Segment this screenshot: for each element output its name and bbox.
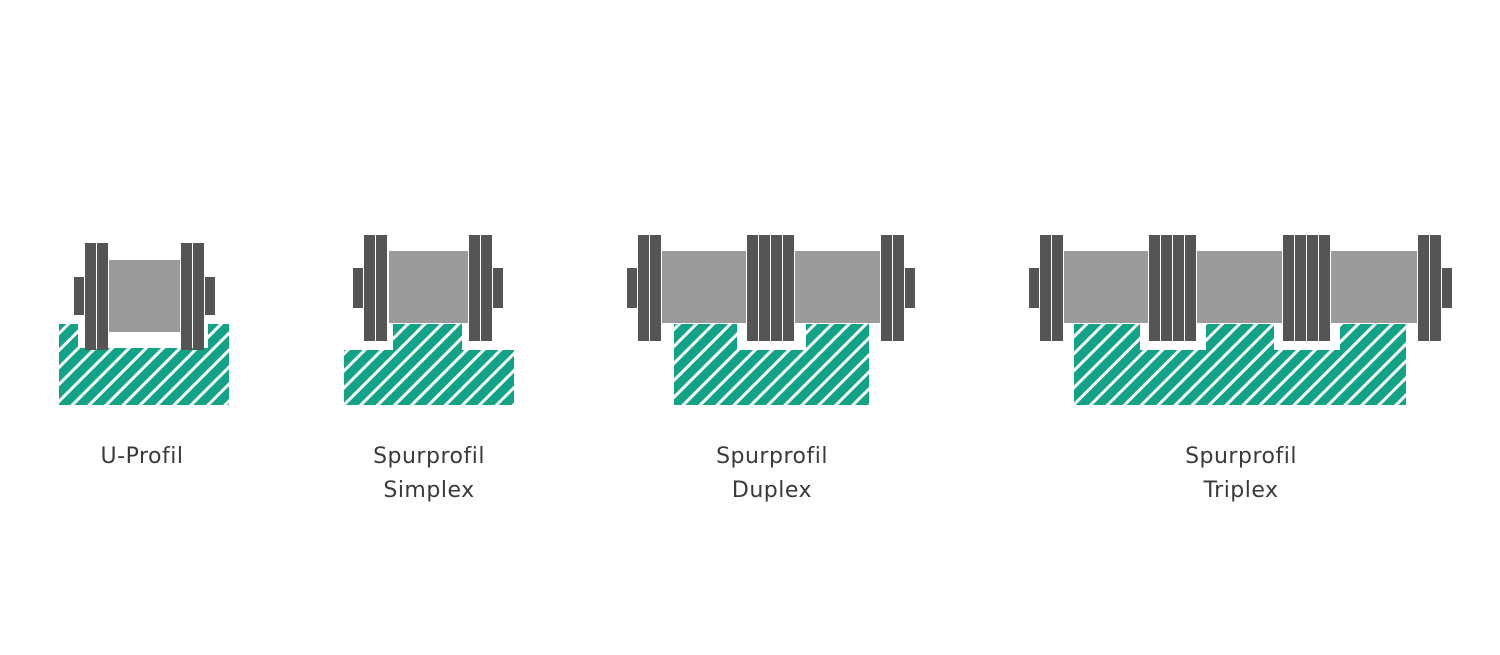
roller-flange bbox=[181, 243, 192, 350]
roller-hub-right bbox=[205, 277, 215, 315]
triplex-roller bbox=[1029, 235, 1452, 341]
caption-triplex: Spurprofil Triplex bbox=[1121, 440, 1361, 508]
simplex-figure bbox=[344, 235, 514, 405]
caption-line: Duplex bbox=[731, 478, 813, 503]
roller-flange bbox=[1307, 235, 1318, 341]
caption-duplex: Spurprofil Duplex bbox=[652, 440, 892, 508]
roller-hub-left bbox=[1029, 268, 1039, 308]
roller-flange bbox=[771, 235, 782, 341]
triplex-figure bbox=[1029, 235, 1452, 405]
caption-line: Spurprofil bbox=[716, 444, 828, 469]
roller-sleeve bbox=[1331, 251, 1417, 323]
caption-line: Spurprofil bbox=[1185, 444, 1297, 469]
roller-flange bbox=[469, 235, 480, 341]
roller-sleeve bbox=[1064, 251, 1148, 323]
caption-u-profil: U-Profil bbox=[22, 440, 262, 474]
roller-flange bbox=[893, 235, 904, 341]
duplex-roller bbox=[627, 235, 915, 341]
roller-flange bbox=[881, 235, 892, 341]
roller-flange bbox=[97, 243, 108, 350]
triplex-track bbox=[1074, 324, 1406, 405]
roller-flange bbox=[1283, 235, 1294, 341]
roller-sleeve bbox=[662, 251, 746, 323]
roller-hub-left bbox=[627, 268, 637, 308]
roller-sleeve bbox=[1197, 251, 1282, 323]
caption-line: Spurprofil bbox=[373, 444, 485, 469]
roller-sleeve bbox=[389, 251, 468, 323]
roller-flange bbox=[85, 243, 96, 350]
roller-flange bbox=[638, 235, 649, 341]
roller-flange bbox=[364, 235, 375, 341]
caption-line: Simplex bbox=[383, 478, 475, 503]
roller-flange bbox=[650, 235, 661, 341]
duplex-figure bbox=[627, 235, 915, 405]
roller-flange bbox=[783, 235, 794, 341]
roller-flange bbox=[1418, 235, 1429, 341]
roller-sleeve bbox=[109, 260, 180, 332]
roller-flange bbox=[481, 235, 492, 341]
caption-line: Triplex bbox=[1203, 478, 1279, 503]
roller-sleeve bbox=[795, 251, 880, 323]
roller-flange bbox=[1149, 235, 1160, 341]
roller-flange bbox=[1185, 235, 1196, 341]
roller-flange bbox=[1161, 235, 1172, 341]
u-profil-figure bbox=[59, 243, 229, 405]
roller-hub-left bbox=[74, 277, 84, 315]
roller-flange bbox=[1295, 235, 1306, 341]
roller-flange bbox=[1173, 235, 1184, 341]
caption-simplex: Spurprofil Simplex bbox=[309, 440, 549, 508]
u-profil-roller bbox=[74, 243, 215, 350]
simplex-roller bbox=[353, 235, 503, 341]
roller-flange bbox=[759, 235, 770, 341]
roller-hub-right bbox=[1442, 268, 1452, 308]
roller-hub-right bbox=[905, 268, 915, 308]
roller-flange bbox=[1319, 235, 1330, 341]
simplex-track bbox=[344, 324, 514, 405]
roller-flange bbox=[1040, 235, 1051, 341]
roller-hub-right bbox=[493, 268, 503, 308]
caption-line: U-Profil bbox=[100, 444, 184, 469]
roller-flange bbox=[1430, 235, 1441, 341]
duplex-track bbox=[674, 324, 869, 405]
u-profil-track bbox=[59, 324, 229, 405]
roller-flange bbox=[747, 235, 758, 341]
roller-flange bbox=[1052, 235, 1063, 341]
roller-hub-left bbox=[353, 268, 363, 308]
roller-flange bbox=[376, 235, 387, 341]
roller-flange bbox=[193, 243, 204, 350]
